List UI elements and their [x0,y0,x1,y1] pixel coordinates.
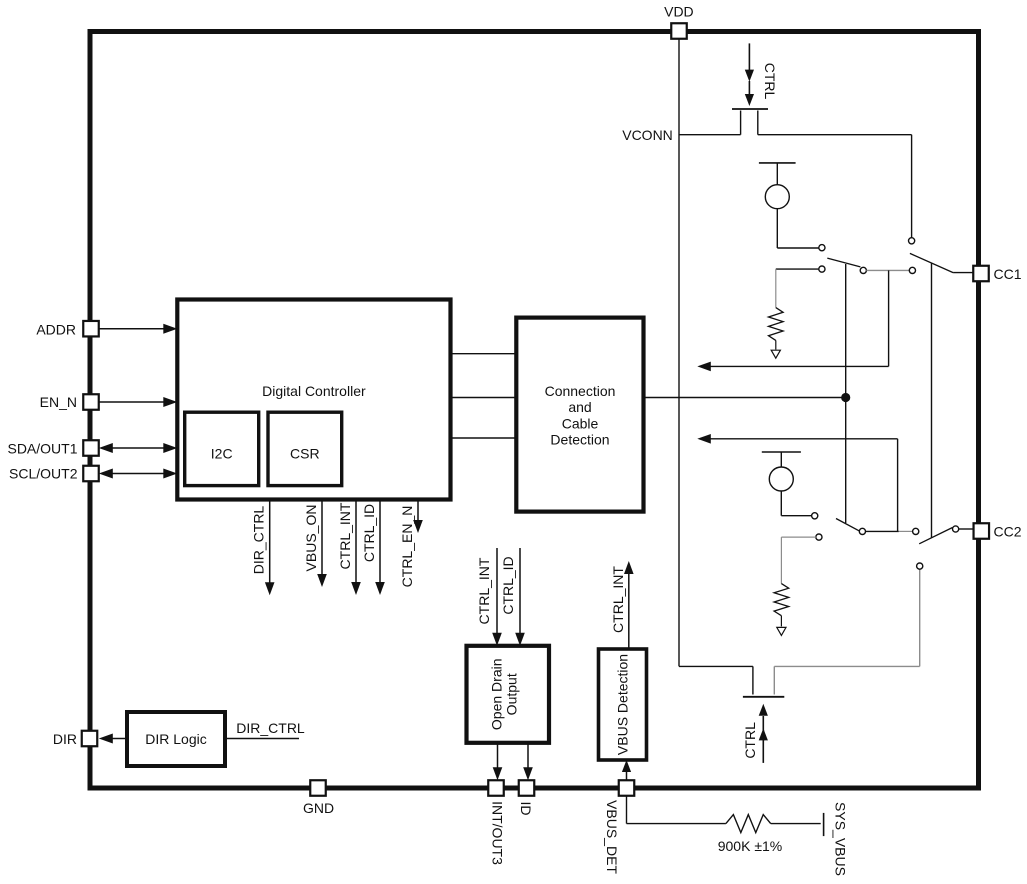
svg-text:CTRL: CTRL [742,722,758,759]
svg-text:DIR: DIR [53,731,77,747]
svg-text:VDD: VDD [664,3,694,19]
svg-text:GND: GND [303,800,334,816]
svg-text:Digital Controller: Digital Controller [262,383,366,399]
svg-text:SDA/OUT1: SDA/OUT1 [7,441,77,457]
svg-text:ADDR: ADDR [36,321,76,337]
svg-text:SYS_VBUS: SYS_VBUS [832,802,848,876]
svg-text:and: and [568,399,591,415]
svg-text:CTRL_ID: CTRL_ID [361,504,377,562]
svg-text:EN_N: EN_N [40,394,77,410]
svg-text:Output: Output [503,673,519,715]
svg-text:VBUS Detection: VBUS Detection [615,654,631,755]
svg-text:SCL/OUT2: SCL/OUT2 [9,466,78,482]
svg-text:VBUS_ON: VBUS_ON [303,505,319,572]
svg-text:DIR Logic: DIR Logic [145,731,206,747]
svg-text:ID: ID [518,802,534,816]
svg-text:DIR_CTRL: DIR_CTRL [250,506,266,575]
svg-text:CTRL_INT: CTRL_INT [610,566,626,633]
svg-text:Open Drain: Open Drain [488,659,504,731]
svg-text:CSR: CSR [290,446,320,462]
svg-text:CTRL_ID: CTRL_ID [500,556,516,614]
svg-text:CTRL_INT: CTRL_INT [337,502,353,569]
svg-text:Cable: Cable [562,415,599,431]
svg-text:Connection: Connection [545,383,616,399]
svg-text:VBUS_DET: VBUS_DET [604,800,620,874]
svg-text:Detection: Detection [550,432,609,448]
svg-text:CTRL_INT: CTRL_INT [476,557,492,624]
svg-text:CTRL_EN_N: CTRL_EN_N [399,506,415,588]
svg-text:CC2: CC2 [994,524,1022,540]
svg-text:900K ±1%: 900K ±1% [718,838,783,854]
svg-text:I2C: I2C [211,446,233,462]
svg-text:CC1: CC1 [994,266,1022,282]
svg-text:INT/OUT3: INT/OUT3 [490,801,506,865]
svg-text:VCONN: VCONN [622,127,673,143]
svg-text:CTRL: CTRL [762,63,778,100]
svg-text:DIR_CTRL: DIR_CTRL [236,720,305,736]
